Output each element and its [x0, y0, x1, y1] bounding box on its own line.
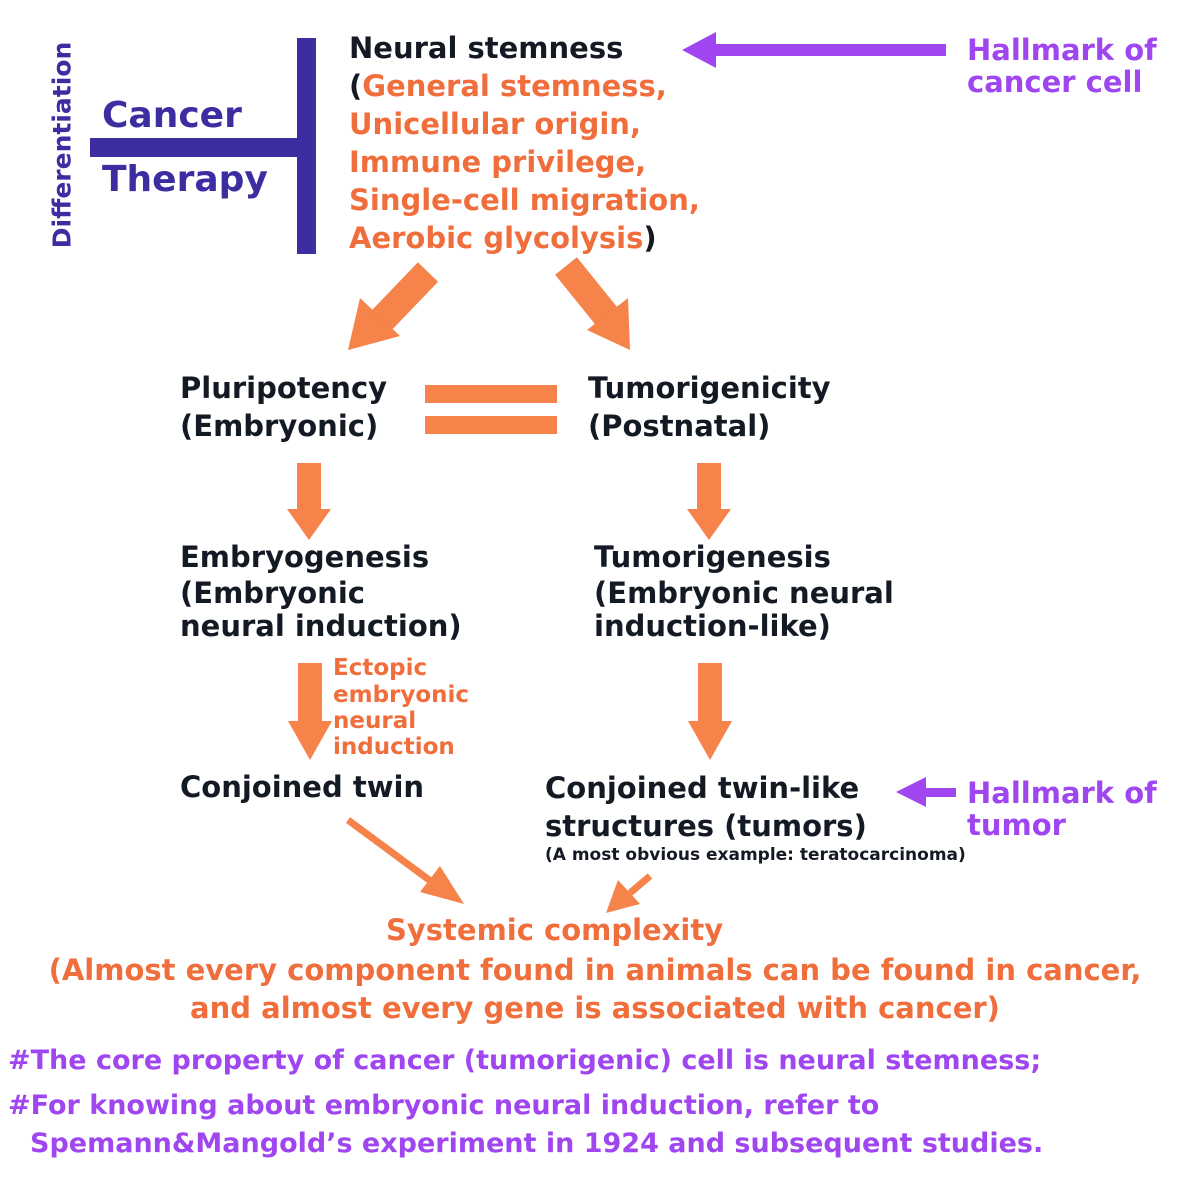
arrow-conjoined-twin-to-systemic: [345, 817, 464, 904]
differentiation-vertical-label: Differentiation: [47, 41, 77, 249]
hallmark-cancer-cell-line-2: cancer cell: [967, 65, 1143, 99]
neural-stemness-line-6: Aerobic glycolysis): [349, 221, 657, 255]
ectopic-line-3: neural: [333, 708, 417, 734]
pluripotency-title: Pluripotency: [180, 371, 388, 405]
hallmark-tumor-arrow: [896, 777, 956, 807]
property-single-cell-migration: Single-cell migration,: [349, 183, 700, 217]
ectopic-line-2: embryonic: [333, 682, 470, 708]
embryogenesis-line-2: (Embryonic: [180, 576, 365, 610]
hallmark-tumor-line-1: Hallmark of: [967, 776, 1157, 810]
arrow-embryogenesis-to-conjoined-twin: [288, 663, 332, 760]
conjoined-like-line-1: Conjoined twin-like: [545, 771, 860, 805]
tumorigenicity-title: Tumorigenicity: [588, 371, 831, 405]
note-core-property: #The core property of cancer (tumorigeni…: [8, 1045, 1042, 1076]
tumorigenesis-line-3: induction-like): [594, 609, 831, 643]
systemic-complexity-line-1: (Almost every component found in animals…: [48, 953, 1142, 987]
tumorigenicity-subtitle: (Postnatal): [588, 409, 771, 443]
cancer-label: Cancer: [102, 95, 242, 136]
therapy-bar-horizontal: [90, 138, 316, 157]
property-immune-privilege: Immune privilege,: [349, 145, 647, 179]
note-neural-induction: #For knowing about embryonic neural indu…: [8, 1090, 880, 1121]
systemic-complexity-line-2: and almost every gene is associated with…: [190, 991, 1000, 1025]
therapy-label: Therapy: [102, 159, 268, 200]
property-aerobic-glycolysis: Aerobic glycolysis: [349, 221, 644, 255]
embryogenesis-title: Embryogenesis: [180, 540, 430, 574]
arrow-to-pluripotency: [348, 262, 439, 350]
tumorigenesis-line-2: (Embryonic neural: [594, 576, 894, 610]
open-paren: (: [349, 69, 363, 103]
hallmark-tumor-line-2: tumor: [967, 808, 1066, 842]
arrow-tumorigenesis-to-conjoined-like: [688, 663, 732, 760]
conjoined-like-line-2: structures (tumors): [545, 809, 867, 843]
neural-stemness-title: Neural stemness: [349, 31, 624, 65]
note-spemann-mangold: Spemann&Mangold’s experiment in 1924 and…: [30, 1128, 1044, 1159]
pluripotency-subtitle: (Embryonic): [180, 409, 379, 443]
equals-sign: [425, 385, 557, 434]
hallmark-cancer-cell-line-1: Hallmark of: [967, 33, 1157, 67]
tumorigenesis-title: Tumorigenesis: [594, 540, 831, 574]
arrow-conjoined-like-to-systemic: [606, 873, 653, 913]
close-paren: ): [643, 221, 657, 255]
systemic-complexity-title: Systemic complexity: [386, 913, 724, 947]
neural-stemness-line-1: (General stemness,: [349, 69, 667, 103]
ectopic-line-1: Ectopic: [333, 655, 428, 681]
hallmark-cancer-cell-arrow: [682, 32, 946, 68]
arrow-tumorigenicity-to-tumorigenesis: [687, 463, 731, 540]
arrow-to-tumorigenicity: [555, 257, 630, 350]
property-unicellular-origin: Unicellular origin,: [349, 107, 641, 141]
property-general-stemness: General stemness,: [362, 69, 667, 103]
embryogenesis-line-3: neural induction): [180, 609, 462, 643]
arrow-pluripotency-to-embryogenesis: [287, 463, 331, 540]
ectopic-line-4: induction: [333, 734, 455, 760]
conjoined-like-example: (A most obvious example: teratocarcinoma…: [545, 845, 966, 865]
conjoined-twin-label: Conjoined twin: [180, 770, 425, 804]
